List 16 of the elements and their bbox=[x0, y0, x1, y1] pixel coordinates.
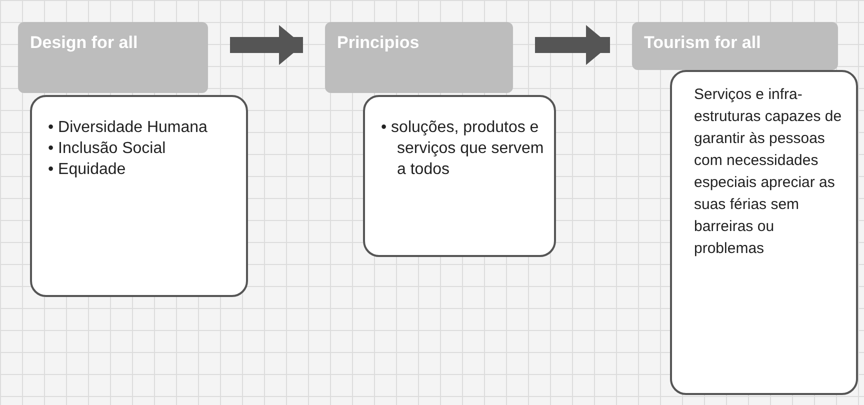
header-text: Design for all bbox=[30, 32, 139, 54]
block-arrow bbox=[230, 25, 303, 65]
header-text: Principios bbox=[337, 32, 420, 54]
header-text: Tourism for all bbox=[644, 32, 762, 54]
header-box bbox=[325, 22, 513, 93]
text-card bbox=[30, 95, 248, 297]
bullet-item: • Inclusão Social bbox=[48, 139, 167, 159]
block-arrow bbox=[535, 25, 610, 65]
bullet-item: • Diversidade Humana bbox=[48, 118, 208, 138]
text-card bbox=[670, 70, 858, 395]
description-text: Serviços e infra-estruturas capazes de garantir às pessoas com necessidades especiais apreciar as suas férias sem barreiras ou problemas bbox=[694, 85, 843, 259]
bullet-item: • soluções, produtos e serviços que servem a todos bbox=[381, 118, 545, 180]
text-card bbox=[363, 95, 556, 257]
header-box bbox=[18, 22, 208, 93]
header-box bbox=[632, 22, 838, 70]
bullet-item: • Equidade bbox=[48, 160, 127, 180]
